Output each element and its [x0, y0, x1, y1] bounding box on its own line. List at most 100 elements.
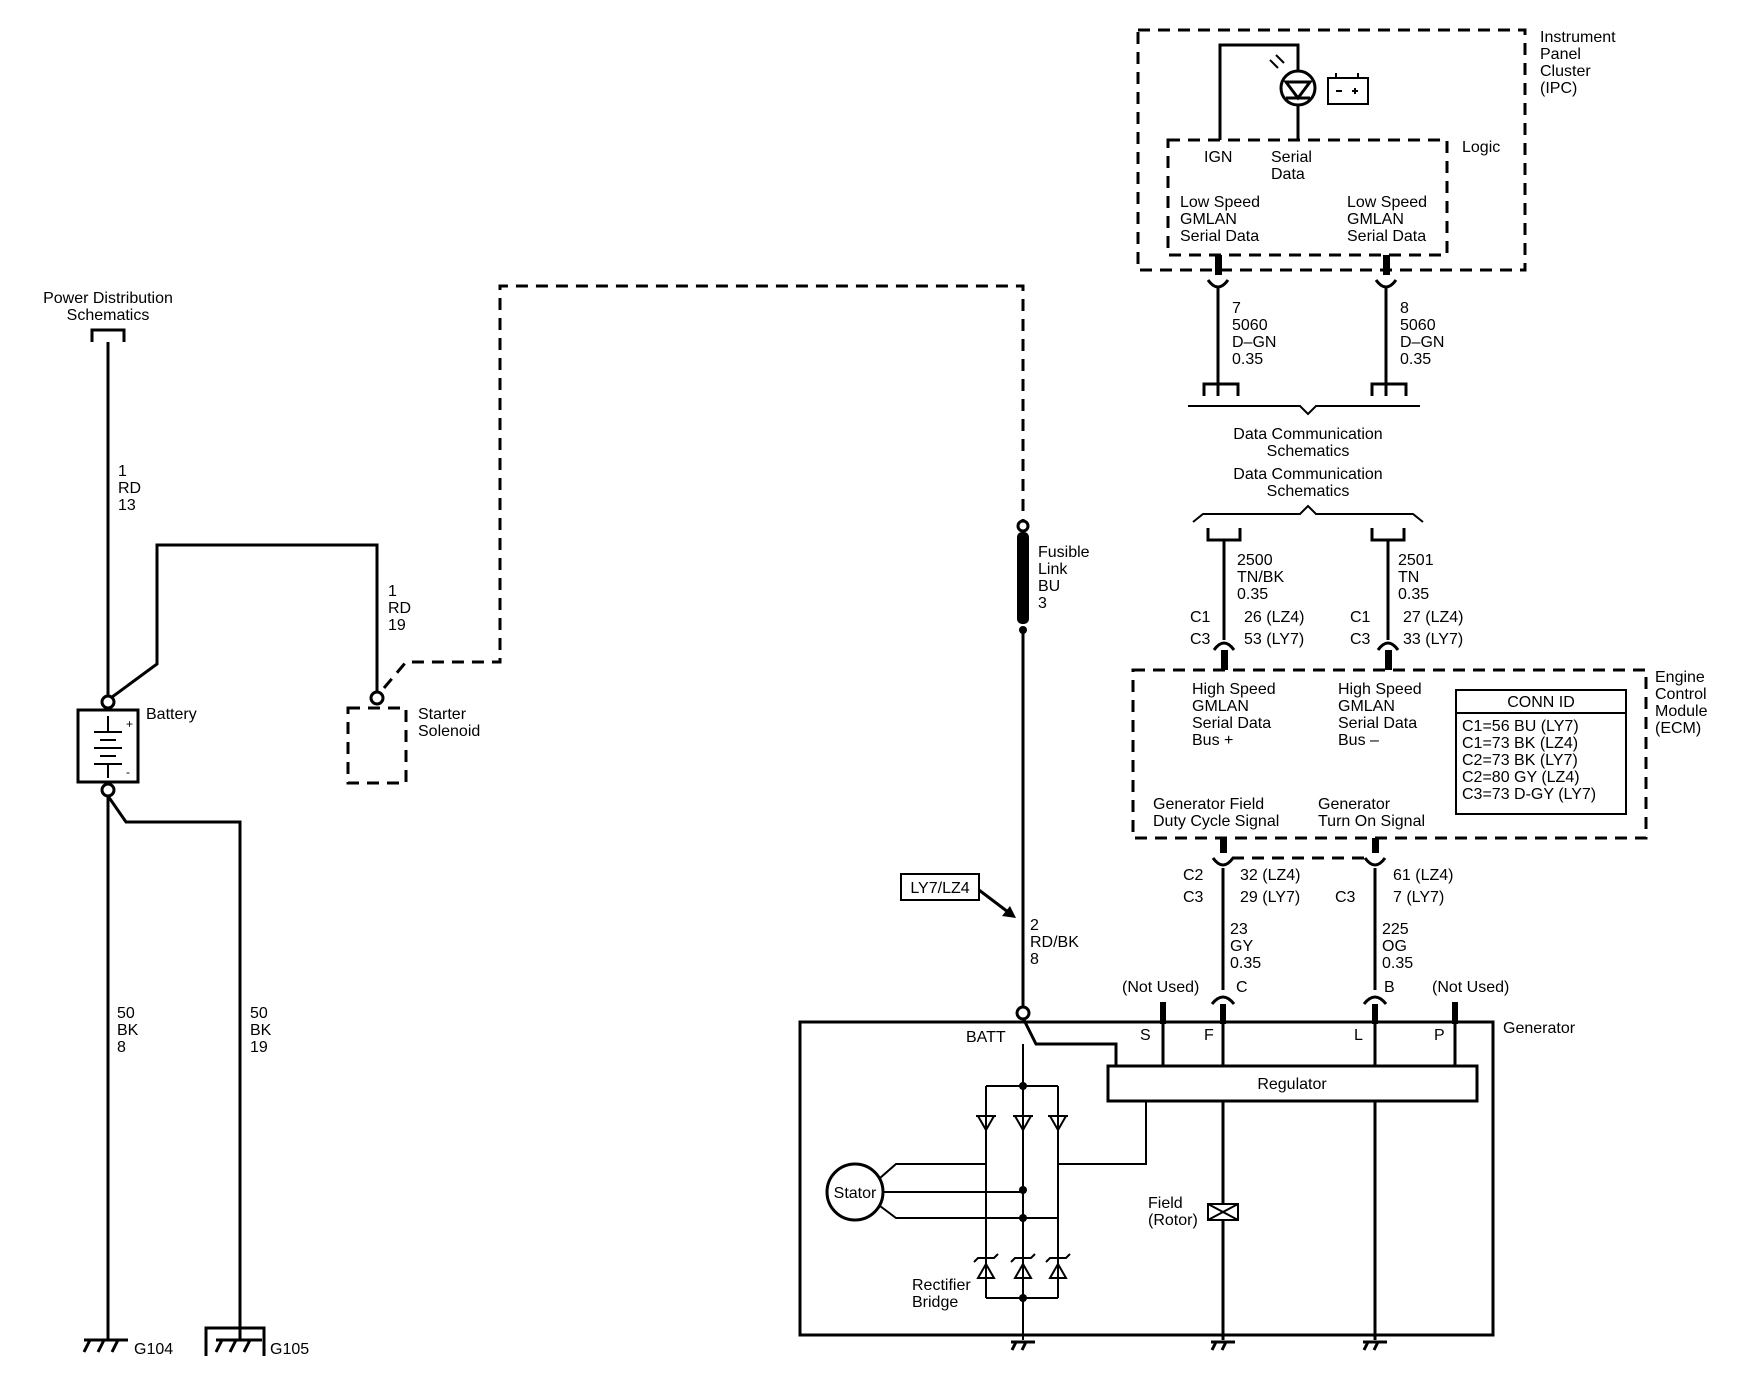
l-terminal-ground-icon — [1362, 1340, 1387, 1351]
fusible-link-bar — [1017, 532, 1029, 624]
regulator-label: Regulator — [1257, 1076, 1327, 1093]
batt-label: BATT — [966, 1029, 1006, 1046]
rectifier-node — [1019, 1082, 1027, 1090]
rectifier-diodes-upper — [976, 1115, 1068, 1133]
pin-c1-left: C1 — [1190, 609, 1211, 626]
battery-negative-terminal — [100, 782, 116, 798]
pin-26-label: 26 (LZ4) — [1244, 609, 1304, 626]
terminal-f-label: F — [1204, 1027, 1214, 1044]
light-ray-icon — [1269, 54, 1285, 69]
field-rotor-label: Field(Rotor) — [1148, 1195, 1198, 1229]
not-used-left-label: (Not Used) — [1122, 979, 1199, 996]
pin-7-label: 7 (LY7) — [1393, 889, 1444, 906]
terminal-s-stub — [1160, 1002, 1166, 1024]
ecm-pin-c3-bar — [1372, 838, 1379, 853]
terminal-p-stub — [1452, 1002, 1458, 1024]
battery-indicator-terminals — [1335, 73, 1359, 94]
ly7-lz4-callout-label: LY7/LZ4 — [910, 880, 969, 897]
wire-50-bk-19 — [106, 795, 242, 1340]
pin-c3-right: C3 — [1350, 631, 1371, 648]
ipc-pin-7-connector — [1206, 279, 1230, 289]
rectifier-diodes-lower — [973, 1253, 1071, 1279]
conn-id-row: C2=73 BK (LY7) — [1462, 752, 1578, 769]
batt-terminal — [1015, 1005, 1031, 1021]
logic-label: Logic — [1462, 139, 1500, 156]
ecm-pin-c1-right-connector — [1376, 641, 1400, 651]
battery-minus-sign: - — [126, 765, 130, 779]
ecm-pin-c1-left-connector — [1212, 641, 1236, 651]
ipc-box — [1136, 28, 1527, 272]
field-rotor-cross — [1207, 1203, 1239, 1221]
led-diode-symbol — [1283, 80, 1313, 101]
pin-61-label: 61 (LZ4) — [1393, 867, 1453, 884]
ecm-pin-c2-connector — [1211, 857, 1235, 867]
starter-solenoid-box — [346, 706, 408, 785]
data-comm-connector-left-top — [1202, 382, 1240, 396]
ly7-lz4-callout-box — [900, 873, 980, 901]
ecm-pin-c2-bar — [1220, 838, 1227, 853]
logic-box — [1166, 138, 1449, 257]
conn-b-label: B — [1384, 979, 1395, 996]
pin-c3-gen2: C3 — [1335, 889, 1356, 906]
data-comm-connector-left-bottom — [1206, 528, 1242, 542]
ipc-pin-7-bar — [1215, 255, 1222, 275]
conn-id-title: CONN ID — [1507, 694, 1575, 711]
fusible-link-top-terminal — [1016, 519, 1030, 533]
battery-positive-terminal — [100, 694, 116, 710]
conn-id-table — [1455, 689, 1627, 815]
g105-label: G105 — [270, 1341, 309, 1358]
conn-id-row: C2=80 GY (LZ4) — [1462, 769, 1580, 786]
terminal-f-stub — [1220, 1004, 1226, 1024]
callout-arrow-head — [1002, 906, 1016, 918]
pin-c2-gen: C2 — [1183, 867, 1204, 884]
stator-label: Stator — [834, 1185, 877, 1202]
pin-32-label: 32 (LZ4) — [1240, 867, 1300, 884]
conn-id-row: C1=56 BU (LY7) — [1462, 718, 1579, 735]
pin-33-label: 33 (LY7) — [1403, 631, 1463, 648]
ign-label: IGN — [1204, 149, 1232, 166]
pin-c1-right: C1 — [1350, 609, 1371, 626]
not-used-right-label: (Not Used) — [1432, 979, 1509, 996]
terminal-p-label: P — [1434, 1027, 1445, 1044]
terminal-l-label: L — [1354, 1027, 1363, 1044]
ipc-pin-8-bar — [1383, 255, 1390, 275]
batt-to-regulator-wire — [1021, 1017, 1118, 1066]
ecm-pin-c1-left-bar — [1221, 650, 1228, 670]
generator-label: Generator — [1503, 1020, 1576, 1037]
data-comm-brace-top — [1188, 405, 1420, 416]
regulator-to-rectifier-wire — [1058, 1101, 1147, 1165]
field-ground-icon — [1210, 1340, 1235, 1351]
rectifier-node — [1019, 1294, 1027, 1302]
pin-c3-left: C3 — [1190, 631, 1211, 648]
data-comm-connector-right-bottom — [1370, 528, 1406, 542]
pin-c3-gen: C3 — [1183, 889, 1204, 906]
pin-53-label: 53 (LY7) — [1244, 631, 1304, 648]
ecm-pin-c1-right-bar — [1385, 650, 1392, 670]
conn-c-label: C — [1236, 979, 1248, 996]
starter-to-gen-dashed-wire — [382, 284, 1025, 689]
data-comm-brace-bottom — [1192, 504, 1424, 523]
starter-terminal — [369, 690, 385, 706]
wire-1-rd-19 — [107, 543, 379, 702]
gen-conn-c-connector — [1210, 995, 1236, 1005]
